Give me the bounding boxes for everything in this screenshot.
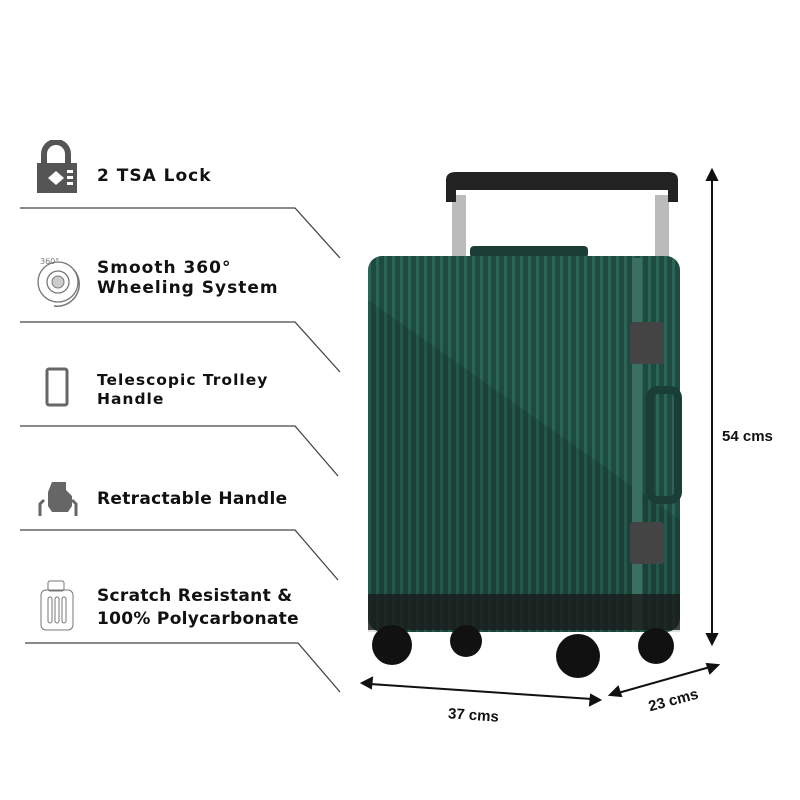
hand-grip-icon xyxy=(38,482,78,516)
feature-tsa-lock: 2 TSA Lock xyxy=(97,166,212,186)
feature-label: Wheeling System xyxy=(97,278,279,298)
height-dimension-label: 54 cms xyxy=(722,428,773,445)
feature-polycarbonate: Scratch Resistant & 100% Polycarbonate xyxy=(97,585,299,631)
feature-label: Smooth 360° xyxy=(97,258,232,278)
feature-label: 100% Polycarbonate xyxy=(97,609,299,629)
wheel-360-icon: 360° xyxy=(37,257,80,307)
feature-label: Telescopic Trolley xyxy=(97,371,269,389)
feature-label: 2 TSA Lock xyxy=(97,166,212,186)
feature-label: Retractable Handle xyxy=(97,489,288,509)
trolley-handle-icon xyxy=(45,367,69,407)
feature-label: Scratch Resistant & xyxy=(97,586,293,606)
lock-icon xyxy=(37,140,77,193)
svg-text:360°: 360° xyxy=(40,257,59,266)
feature-retractable: Retractable Handle xyxy=(97,489,287,509)
feature-label: Handle xyxy=(97,390,165,408)
width-dimension-label: 37 cms xyxy=(447,705,500,726)
feature-wheeling: Smooth 360°Wheeling System xyxy=(97,258,279,298)
suitcase-outline-icon xyxy=(40,580,74,631)
